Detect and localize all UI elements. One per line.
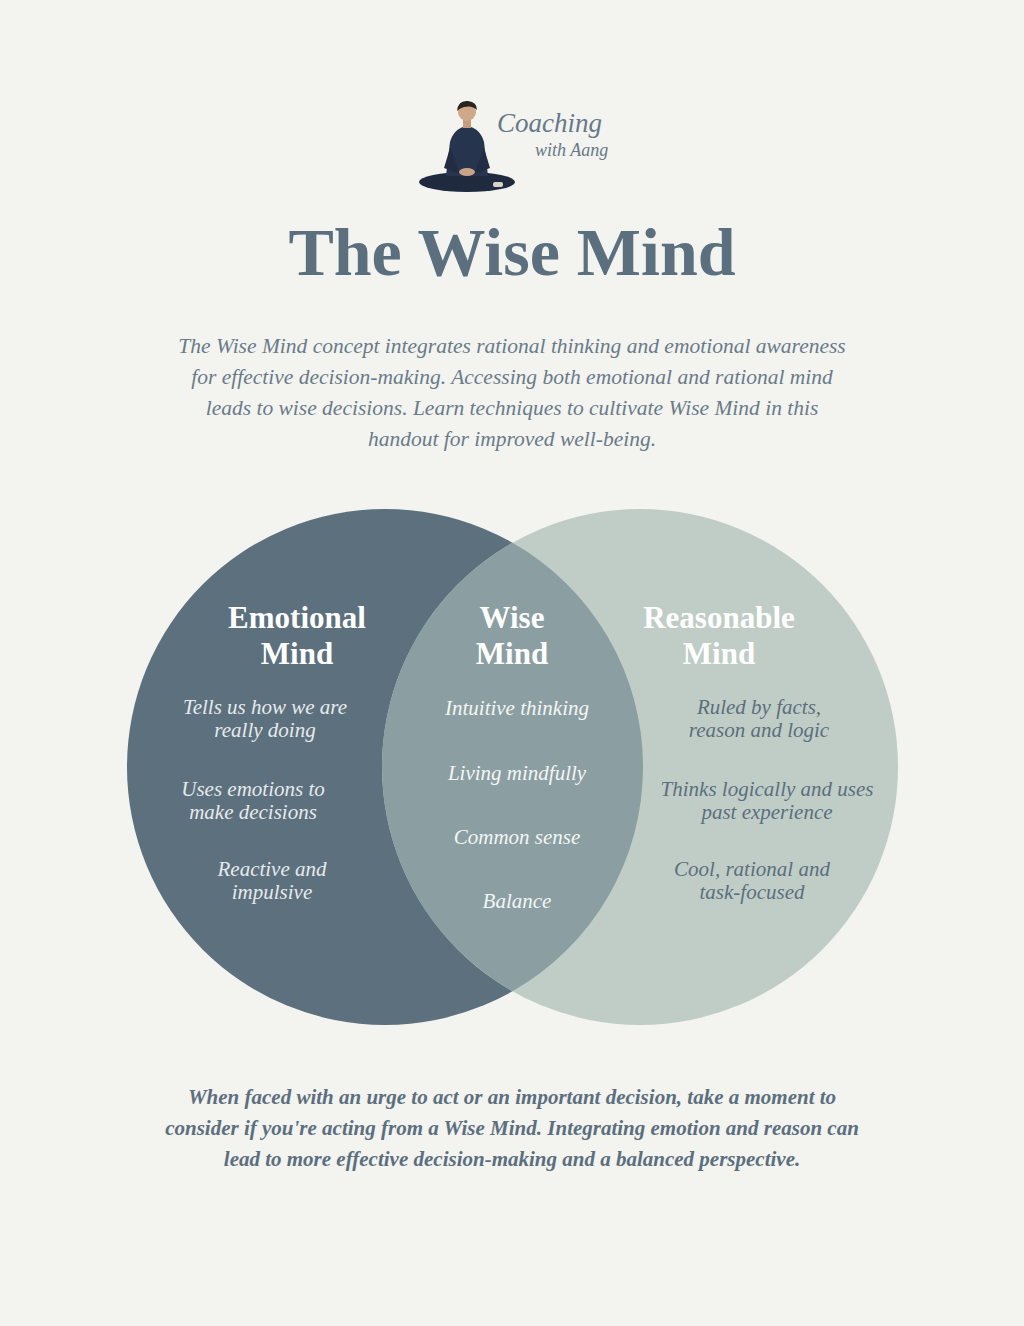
mind-heading: Emotional Mind — [202, 600, 392, 672]
wise-mind-overlap: Wise MindIntuitive thinkingLiving mindfu… — [382, 542, 643, 992]
shoe — [493, 182, 503, 187]
mind-heading: Reasonable Mind — [619, 600, 819, 672]
hands — [459, 168, 475, 176]
right-arm — [474, 148, 490, 174]
circle-fill — [127, 509, 643, 1025]
intro-paragraph: The Wise Mind concept integrates rationa… — [172, 331, 852, 455]
mind-trait: Common sense — [397, 826, 637, 849]
page-title: The Wise Mind — [0, 216, 1024, 288]
mind-trait: Intuitive thinking — [397, 697, 637, 720]
brand-name: Coaching — [497, 107, 697, 139]
mind-trait: Cool, rational and task-focused — [655, 858, 850, 904]
neck — [463, 120, 471, 128]
mind-trait: Living mindfully — [397, 762, 637, 785]
hair — [457, 101, 477, 111]
mind-trait: Tells us how we are really doing — [173, 696, 358, 742]
mind-heading: Wise Mind — [462, 600, 562, 672]
brand-subtitle: with Aang — [535, 139, 735, 161]
left-arm — [444, 148, 460, 174]
mind-trait: Reactive and impulsive — [197, 858, 347, 904]
mind-trait: Balance — [397, 890, 637, 913]
mind-trait: Ruled by facts, reason and logic — [669, 696, 849, 742]
circle-fill — [382, 509, 898, 1025]
closing-note: When faced with an urge to act or an imp… — [150, 1082, 874, 1175]
mind-trait: Uses emotions to make decisions — [171, 778, 336, 824]
mind-trait: Thinks logically and uses past experienc… — [660, 778, 875, 824]
